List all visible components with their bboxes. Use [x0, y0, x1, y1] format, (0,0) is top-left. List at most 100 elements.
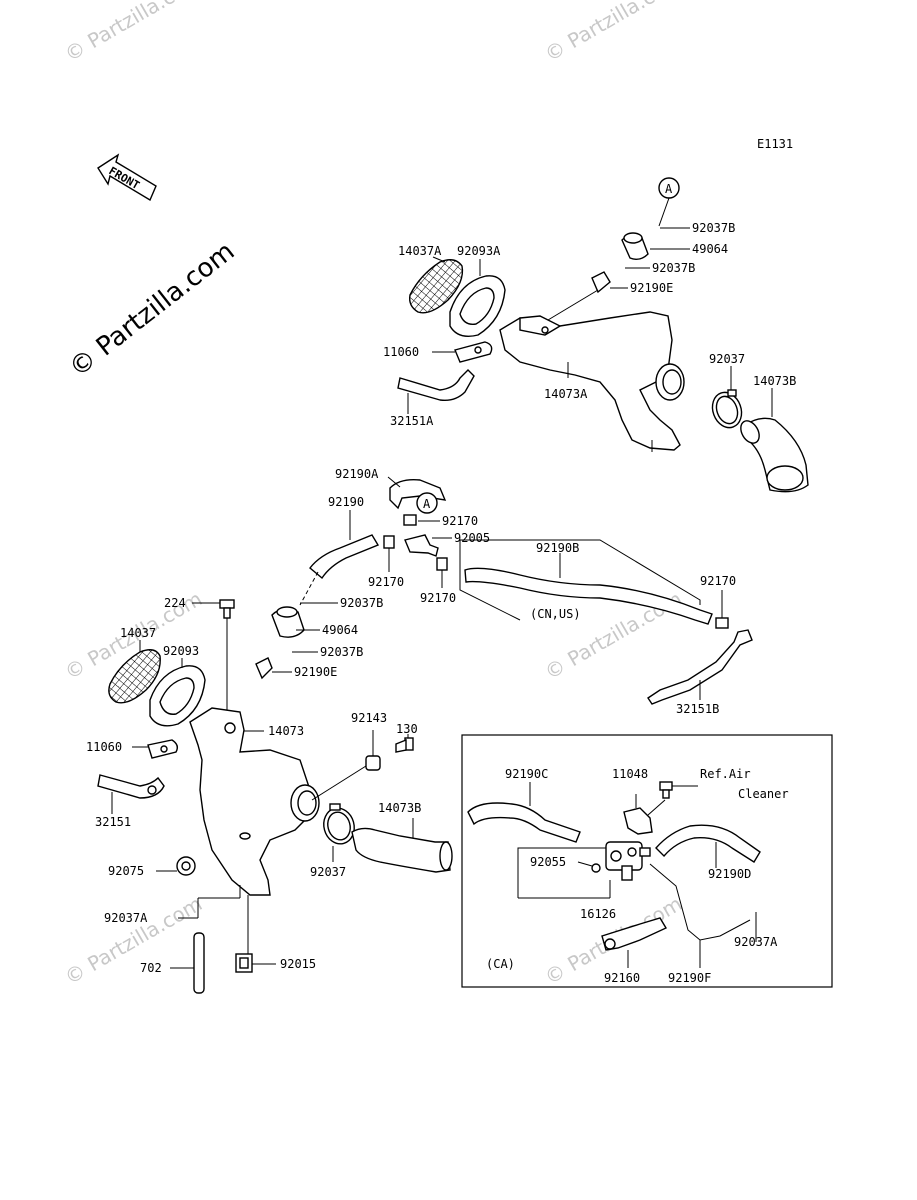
label-14073B-bottom: 14073B — [378, 801, 421, 815]
oring-92055 — [591, 863, 601, 873]
airbox-14073 — [189, 707, 320, 896]
clamp-92170-a — [403, 514, 417, 526]
cnus-bracket — [459, 539, 701, 605]
label-92037B-1: 92037B — [692, 221, 735, 235]
ca-variant-box — [461, 734, 833, 988]
filter-14037A — [408, 259, 464, 314]
bracket-11060-top — [454, 341, 493, 363]
label-92037B-4: 92037B — [320, 645, 363, 659]
label-92170-1: 92170 — [442, 514, 478, 528]
label-92037B-3: 92037B — [340, 596, 383, 610]
hose-92190D — [655, 824, 761, 863]
clamp-92170-c — [436, 557, 448, 571]
filter-14037 — [108, 649, 161, 704]
ref-marker-a-mid: A — [416, 492, 438, 514]
label-224: 224 — [164, 596, 186, 610]
valve-bracket-line — [517, 847, 612, 898]
pipe-32151A — [397, 369, 475, 402]
label-92005: 92005 — [454, 531, 490, 545]
label-92190F: 92190F — [668, 971, 711, 985]
ref-marker-letter: A — [665, 182, 673, 196]
hose-92190C — [467, 802, 581, 843]
label-92075: 92075 — [108, 864, 144, 878]
label-11060-top: 11060 — [383, 345, 419, 359]
label-14073: 14073 — [268, 724, 304, 738]
label-32151: 32151 — [95, 815, 131, 829]
valve-16126 — [605, 841, 651, 881]
label-92055: 92055 — [530, 855, 566, 869]
duct-14073B-top — [740, 417, 809, 493]
clamp-92037-bottom — [323, 803, 355, 845]
label-32151B: 32151B — [676, 702, 719, 716]
label-92015: 92015 — [280, 957, 316, 971]
ref-marker-a-top: A — [658, 177, 680, 227]
label-92037A-1: 92037A — [104, 911, 148, 925]
bolt-130 — [395, 737, 414, 753]
label-cn-us: (CN,US) — [530, 607, 581, 621]
label-16126: 16126 — [580, 907, 616, 921]
label-92170-3: 92170 — [420, 591, 456, 605]
label-92037B-2: 92037B — [652, 261, 695, 275]
duct-14073B-bottom — [351, 827, 453, 873]
watermark: © Partzilla.com — [541, 0, 687, 66]
watermark: © Partzilla.com — [61, 891, 207, 989]
ref-marker-letter: A — [423, 497, 431, 511]
hose-92190 — [309, 534, 380, 580]
diagram-code: E1131 — [757, 137, 793, 151]
clip-92015 — [235, 953, 253, 973]
grommet-92143 — [365, 755, 381, 771]
airbox-14073A — [499, 311, 685, 452]
clamp-92037-top — [711, 389, 743, 429]
label-92093: 92093 — [163, 644, 199, 658]
cap-49064-mid — [271, 606, 305, 638]
pipe-32151B — [647, 629, 753, 705]
label-92093A: 92093A — [457, 244, 501, 258]
tube-702 — [193, 932, 205, 994]
bracket-92160 — [601, 917, 668, 951]
label-92190B: 92190B — [536, 541, 579, 555]
label-14037A: 14037A — [398, 244, 442, 258]
label-92190A: 92190A — [335, 467, 379, 481]
label-92037-bottom: 92037 — [310, 865, 346, 879]
label-14073B-top: 14073B — [753, 374, 796, 388]
hose-92190A — [389, 478, 447, 510]
grommet-92075 — [176, 856, 196, 876]
clamp-92170-d — [715, 617, 729, 629]
label-92037-top: 92037 — [709, 352, 745, 366]
label-49064-mid: 49064 — [322, 623, 358, 637]
cap-49064-top — [621, 232, 649, 261]
pipe-32151 — [97, 774, 165, 799]
front-arrow-icon: FRONT — [97, 153, 157, 202]
bracket-11048 — [623, 807, 653, 835]
tee-92005 — [404, 534, 439, 557]
clamp-92170-b — [383, 535, 395, 549]
bolt-11048 — [659, 781, 673, 799]
label-92190: 92190 — [328, 495, 364, 509]
label-ca: (CA) — [486, 957, 515, 971]
label-92170-4: 92170 — [700, 574, 736, 588]
cnus-bracket-lower — [459, 565, 521, 621]
label-92190E-mid: 92190E — [294, 665, 337, 679]
label-92190E-top: 92190E — [630, 281, 673, 295]
seal-92093 — [149, 665, 206, 727]
hose-92190E-top — [591, 271, 611, 294]
label-32151A: 32151A — [390, 414, 434, 428]
label-702: 702 — [140, 961, 162, 975]
label-ref-air: Ref.Air — [700, 767, 751, 781]
label-49064-top: 49064 — [692, 242, 728, 256]
label-cleaner: Cleaner — [738, 787, 789, 801]
bracket-11060-mid — [147, 739, 179, 759]
label-14037: 14037 — [120, 626, 156, 640]
bolt-224 — [219, 599, 235, 619]
hose-92190B — [464, 567, 713, 625]
watermark: © Partzilla.com — [61, 0, 207, 66]
label-11060-mid: 11060 — [86, 740, 122, 754]
label-130: 130 — [396, 722, 418, 736]
callout-labels: 14037A 92093A 11060 32151A 14073 A 92037B… — [86, 221, 796, 985]
label-92143: 92143 — [351, 711, 387, 725]
label-92037A-2: 92037A — [734, 935, 778, 949]
seal-92093A — [449, 275, 506, 338]
label-92160: 92160 — [604, 971, 640, 985]
label-11048: 11048 — [612, 767, 648, 781]
